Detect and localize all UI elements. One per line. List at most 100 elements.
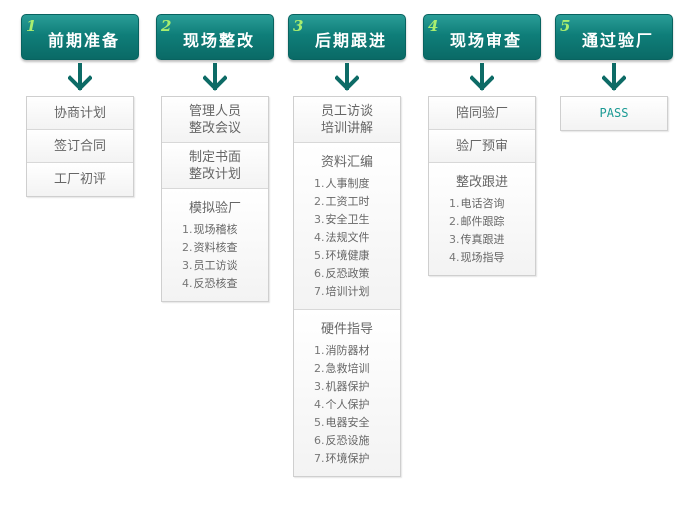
list-item: 2.工资工时 [314,193,400,211]
list-item: 1.现场稽核 [182,221,268,239]
list-item-number: 7. [314,452,325,465]
list-item-text: 电话咨询 [460,197,505,210]
list-item-text: 员工访谈 [193,259,238,272]
step-cell: 签订合同 [27,130,133,163]
step-line: 整改计划 [188,167,241,182]
list-item: 7.环境保护 [314,450,400,468]
step-line: 培训讲解 [320,121,373,136]
list-item-text: 环境健康 [325,249,370,262]
list-item-number: 2. [314,362,325,375]
list-item-number: 3. [449,233,460,246]
list-item-text: 环境保护 [325,452,370,465]
step-cell: 管理人员整改会议 [162,97,268,143]
list-item-number: 2. [449,215,460,228]
pass-label: PASS [561,97,667,130]
list-item: 3.机器保护 [314,378,400,396]
stage-steps-box: PASS [560,96,668,131]
list-item: 4.反恐核查 [182,275,268,293]
list-item-text: 消防器材 [325,344,370,357]
list-item-number: 1. [449,197,460,210]
list-item: 7.培训计划 [314,283,400,301]
list-item-number: 4. [314,398,325,411]
list-item: 4.法规文件 [314,229,400,247]
list-item-text: 法规文件 [325,231,370,244]
step-cell: 验厂预审 [429,130,535,163]
list-item: 5.环境健康 [314,247,400,265]
step-list-heading: 整改跟进 [455,175,508,190]
list-item-number: 5. [314,416,325,429]
list-item-number: 2. [314,195,325,208]
step-line: 员工访谈 [320,104,373,119]
list-item-number: 3. [314,380,325,393]
list-item: 1.消防器材 [314,342,400,360]
list-item-text: 现场指导 [460,251,505,264]
step-cell: 协商计划 [27,97,133,130]
list-item: 2.资料核查 [182,239,268,257]
step-cell: 陪同验厂 [429,97,535,130]
list-item: 6.反恐政策 [314,265,400,283]
list-item-text: 工资工时 [325,195,370,208]
stage-number: 2 [161,17,172,35]
stage-title: 前期准备 [47,31,120,50]
stage-title: 现场整改 [182,31,255,50]
list-item-text: 现场稽核 [193,223,238,236]
step-list-heading: 硬件指导 [320,322,373,337]
list-item-number: 1. [182,223,193,236]
step-list-heading: 模拟验厂 [188,201,241,216]
down-arrow-icon [203,63,227,91]
down-arrow-icon [602,63,626,91]
list-item: 4.现场指导 [449,249,535,267]
list-item: 1.电话咨询 [449,195,535,213]
list-item-number: 7. [314,285,325,298]
list-item-text: 反恐设施 [325,434,370,447]
stage-column-5: 5 通过验厂 PASS [555,14,673,131]
list-item-number: 5. [314,249,325,262]
list-item: 3.员工访谈 [182,257,268,275]
list-item-text: 急救培训 [325,362,370,375]
step-list-heading: 资料汇编 [320,155,373,170]
stage-title: 现场审查 [449,31,522,50]
list-item-text: 邮件跟踪 [460,215,505,228]
stage-steps-box: 协商计划签订合同工厂初评 [26,96,134,197]
stage-title: 后期跟进 [314,31,387,50]
down-arrow-icon [470,63,494,91]
list-item-number: 3. [182,259,193,272]
list-item-text: 资料核查 [193,241,238,254]
list-item-number: 3. [314,213,325,226]
list-item-text: 电器安全 [325,416,370,429]
stage-header: 2 现场整改 [156,14,274,60]
list-item-text: 机器保护 [325,380,370,393]
list-item-text: 人事制度 [325,177,370,190]
list-item-number: 1. [314,344,325,357]
step-cell: 员工访谈培训讲解 [294,97,400,143]
step-cell: 制定书面整改计划 [162,143,268,189]
step-line: 管理人员 [188,104,241,119]
stage-title: 通过验厂 [581,31,654,50]
list-item: 1.人事制度 [314,175,400,193]
list-item-text: 培训计划 [325,285,370,298]
list-item: 2.急救培训 [314,360,400,378]
down-arrow-icon [68,63,92,91]
stage-number: 5 [560,17,571,35]
list-item: 5.电器安全 [314,414,400,432]
list-item-number: 1. [314,177,325,190]
list-item-text: 传真跟进 [460,233,505,246]
list-item-number: 4. [182,277,193,290]
step-cell: 工厂初评 [27,163,133,196]
